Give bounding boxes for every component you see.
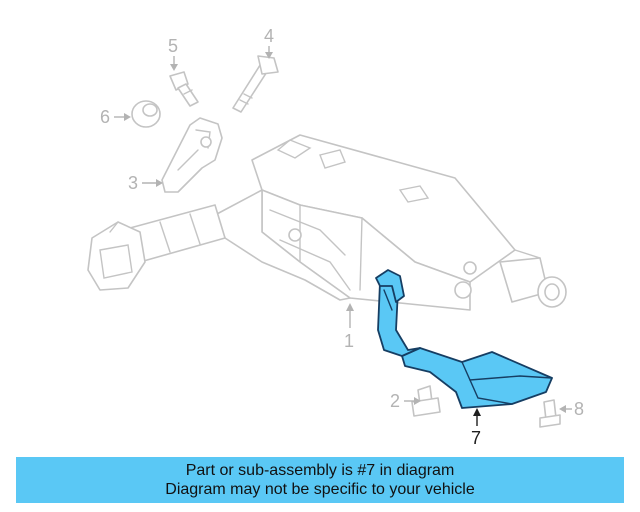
callout-8: 8 <box>559 399 584 419</box>
callout-1: 1 <box>344 303 354 351</box>
callout-3: 3 <box>128 173 163 193</box>
part-2-bolt[interactable] <box>411 385 441 417</box>
part-7-bracket-highlighted[interactable] <box>375 269 553 409</box>
svg-text:1: 1 <box>344 331 354 351</box>
banner-line-2: Diagram may not be specific to your vehi… <box>165 481 475 498</box>
callout-2: 2 <box>390 391 421 411</box>
svg-text:8: 8 <box>574 399 584 419</box>
svg-text:7: 7 <box>471 428 481 448</box>
svg-text:3: 3 <box>128 173 138 193</box>
callout-6: 6 <box>100 107 131 127</box>
svg-text:4: 4 <box>264 26 274 46</box>
info-banner: Part or sub-assembly is #7 in diagram Di… <box>16 457 624 503</box>
steering-column-assembly <box>87 134 567 311</box>
part-5-short-bolt[interactable] <box>169 71 199 107</box>
part-6-grommet[interactable] <box>131 100 161 128</box>
callout-7: 7 <box>471 408 481 448</box>
callout-4: 4 <box>264 26 274 59</box>
part-3-bracket-arm[interactable] <box>161 117 223 193</box>
parts-diagram: 1 2 3 4 5 6 7 8 <box>87 26 584 448</box>
svg-text:5: 5 <box>168 36 178 56</box>
part-4-long-bolt[interactable] <box>232 55 279 113</box>
part-8-stud[interactable] <box>539 399 561 428</box>
svg-text:6: 6 <box>100 107 110 127</box>
callout-5: 5 <box>168 36 178 71</box>
svg-text:2: 2 <box>390 391 400 411</box>
banner-line-1: Part or sub-assembly is #7 in diagram <box>185 462 455 479</box>
